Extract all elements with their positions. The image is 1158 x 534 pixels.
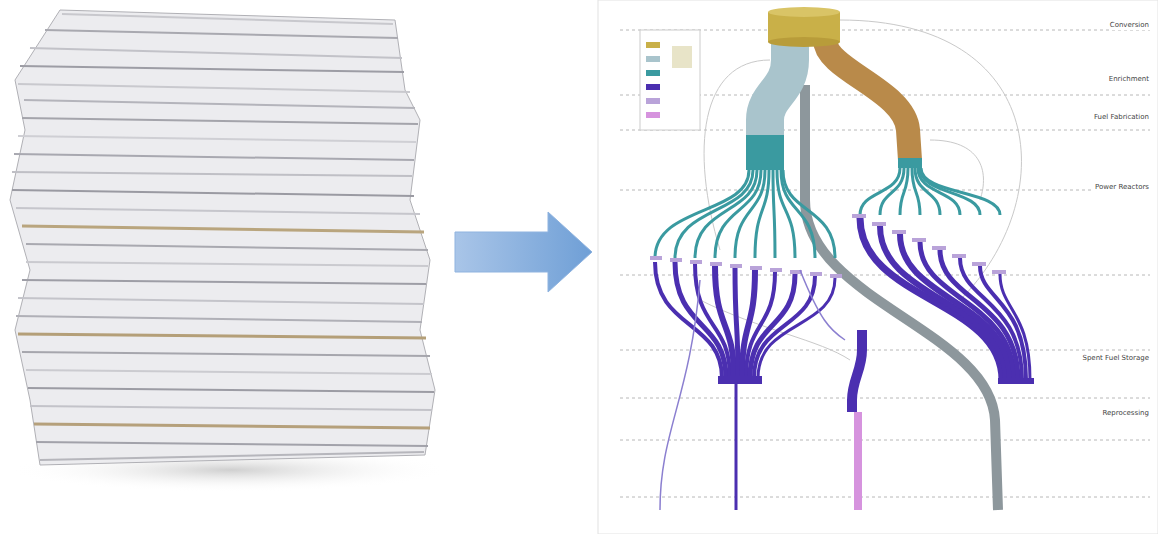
row-label: Reprocessing [1101, 410, 1150, 418]
transform-arrow [455, 212, 592, 292]
flow-chart [598, 0, 1158, 534]
row-label: Conversion [1109, 22, 1150, 30]
paper-stack [10, 10, 450, 492]
row-label: Enrichment [1108, 76, 1150, 84]
row-label: Spent Fuel Storage [1081, 355, 1150, 363]
row-label: Power Reactors [1094, 184, 1150, 192]
row-label: Fuel Fabrication [1093, 114, 1150, 122]
